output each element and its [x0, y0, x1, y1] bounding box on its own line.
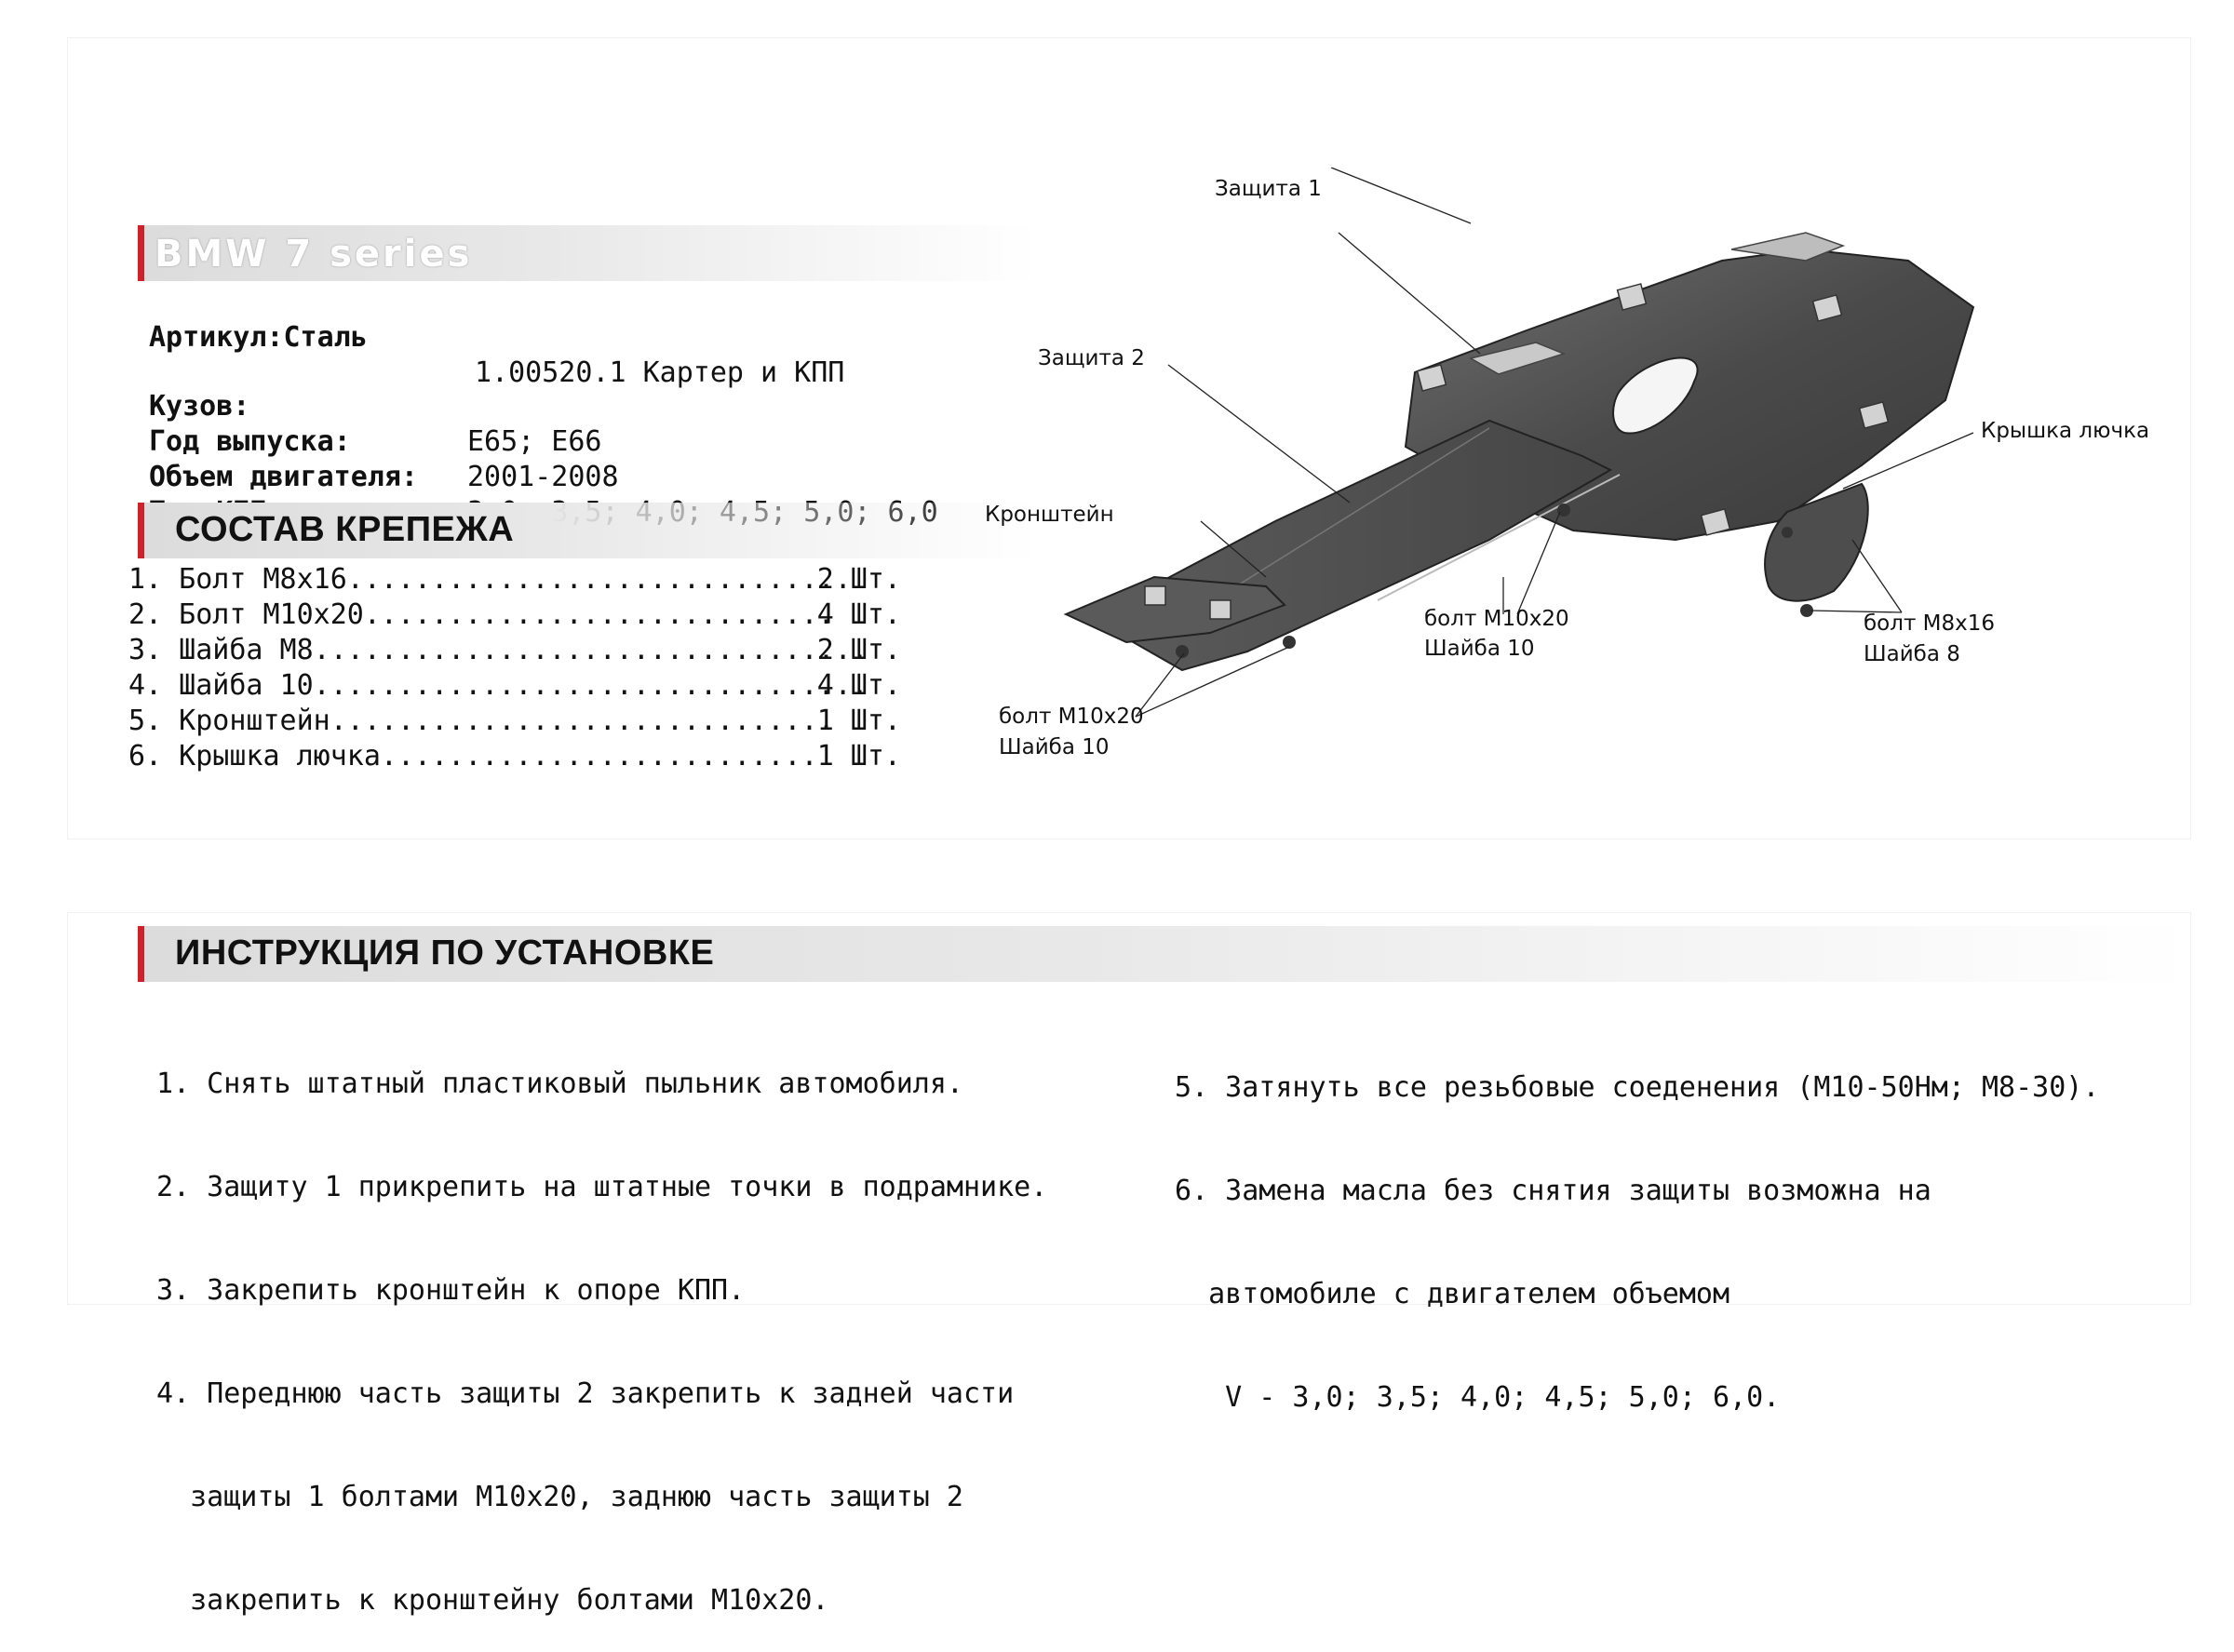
list-item: 4. Шайба 10.............................…	[128, 668, 901, 704]
fastener-name: 1. Болт М8х16...........................…	[128, 563, 852, 596]
hatch-cover-part	[1764, 482, 1869, 602]
fastener-name: 2. Болт М10х20..........................…	[128, 598, 835, 631]
scan-frame	[67, 37, 2191, 839]
fastener-qty: 2 Шт.	[816, 634, 901, 666]
instruction-line: 1. Снять штатный пластиковый пыльник авт…	[156, 1068, 963, 1100]
fastener-qty: 2 Шт.	[816, 563, 901, 596]
fasteners-band	[138, 503, 1038, 558]
list-item: 5. Кронштейн............................…	[128, 704, 901, 739]
bracket-part	[1063, 575, 1286, 644]
bolt-icon	[1176, 504, 1813, 658]
fastener-name: 4. Шайба 10.............................…	[128, 669, 868, 702]
article-value: 1.00520.1 Картер и КПП	[475, 356, 845, 389]
leader-lines	[1135, 168, 1974, 718]
instruction-line: защиты 1 болтами М10х20, заднюю часть за…	[156, 1481, 963, 1513]
callout-guard-2: Защита 2	[1038, 346, 1145, 370]
brand-title: BMW 7 series	[155, 233, 473, 275]
instruction-line: V - 3,0; 3,5; 4,0; 4,5; 5,0; 6,0.	[1175, 1381, 1781, 1414]
fastener-name: 5. Кронштейн............................…	[128, 705, 835, 737]
instruction-line: закрепить к кронштейну болтами М10х20.	[156, 1584, 829, 1617]
list-item: 6. Крышка лючка.........................…	[128, 739, 901, 774]
instruction-line: 5. Затянуть все резьбовые соеденения (М1…	[1175, 1071, 2100, 1104]
fastener-qty: 4 Шт.	[816, 669, 901, 702]
callout-bolt-left-1: болт М10х20	[999, 705, 1144, 729]
article-label: Артикул:Сталь	[149, 321, 368, 354]
instructions-right: 5. Затянуть все резьбовые соеденения (М1…	[1175, 1001, 2208, 1414]
instruction-line: 2. Защиту 1 прикрепить на штатные точки …	[156, 1171, 1048, 1203]
callout-bracket: Кронштейн	[985, 503, 1114, 527]
spec-row-gearbox: Тип КПП: АКПП	[149, 460, 987, 564]
fastener-name: 3. Шайба М8.............................…	[128, 634, 868, 666]
callout-bolt-mid-2: Шайба 10	[1424, 637, 1535, 661]
callout-hatch: Крышка лючка	[1981, 419, 2149, 443]
list-item: 1. Болт М8х16...........................…	[128, 562, 901, 598]
spec-row-body: Кузов: E65; E66	[149, 354, 987, 458]
callout-guard-1: Защита 1	[1215, 177, 1322, 201]
callout-bolt-right-2: Шайба 8	[1864, 642, 1960, 666]
instructions-band	[138, 926, 2192, 982]
callout-bolt-right-1: болт М8х16	[1864, 611, 1995, 636]
skid-plate-diagram: Защита 1 Защита 2 Крышка лючка Кронштейн…	[985, 168, 2149, 759]
spec-label: Год выпуска:	[149, 425, 351, 458]
spec-row-year: Год выпуска: 2001-2008	[149, 389, 987, 493]
fastener-name: 6. Крышка лючка.........................…	[128, 740, 818, 772]
scan-frame-lower	[67, 912, 2191, 1305]
spec-label: Кузов:	[149, 390, 250, 423]
fastener-qty: 1 Шт.	[816, 740, 901, 772]
instructions-title: ИНСТРУКЦИЯ ПО УСТАНОВКЕ	[175, 933, 715, 973]
instruction-line: автомобиле с двигателем объемом	[1175, 1278, 1730, 1310]
fastener-qty: 4 Шт.	[816, 598, 901, 631]
spec-value: E65; E66	[467, 425, 602, 458]
instruction-line: 6. Замена масла без снятия защиты возмож…	[1175, 1175, 1931, 1207]
spec-row-engine: Объем двигателя: 3,0; 3,5; 4,0; 4,5; 5,0…	[149, 424, 987, 529]
instruction-line: 3. Закрепить кронштейн к опоре КПП.	[156, 1274, 746, 1307]
instructions-left: 1. Снять штатный пластиковый пыльник авт…	[156, 998, 1143, 1617]
article-row: Артикул:Сталь 1.00520.1 Картер и КПП	[149, 285, 987, 389]
list-item: 3. Шайба М8.............................…	[128, 633, 901, 668]
callout-bolt-mid-1: болт М10х20	[1424, 607, 1569, 631]
fastener-list: 1. Болт М8х16...........................…	[128, 562, 901, 774]
list-item: 2. Болт М10х20..........................…	[128, 598, 901, 633]
callout-bolt-left-2: Шайба 10	[999, 735, 1110, 759]
spec-block: Кузов: E65; E66 Год выпуска: 2001-2008 О…	[149, 354, 987, 564]
instruction-line: 4. Переднюю часть защиты 2 закрепить к з…	[156, 1377, 1015, 1410]
spec-value: 2001-2008	[467, 461, 619, 493]
fastener-qty: 1 Шт.	[816, 705, 901, 737]
spec-label: Объем двигателя:	[149, 461, 418, 493]
brand-band	[138, 225, 1038, 281]
fasteners-title: СОСТАВ КРЕПЕЖА	[175, 510, 515, 549]
